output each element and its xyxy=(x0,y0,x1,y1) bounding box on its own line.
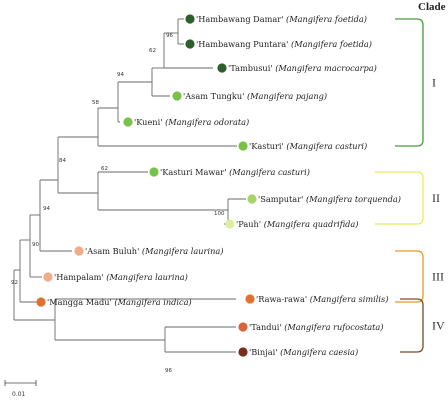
taxon-dot xyxy=(247,194,257,204)
taxon-label: 'Hambawang Puntara' (Mangifera foetida) xyxy=(196,39,372,49)
bootstrap-value: 94 xyxy=(43,206,50,212)
species-name: (Mangifera similis) xyxy=(310,294,389,304)
clade-label: I xyxy=(432,76,436,90)
clade-bracket xyxy=(375,171,424,225)
taxon-label: 'Hambawang Damar' (Mangifera foetida) xyxy=(196,14,367,24)
cultivar-name: 'Pauh' xyxy=(236,219,264,229)
bootstrap-value: 96 xyxy=(165,368,172,374)
scale-bar-label: 0.01 xyxy=(12,391,26,398)
taxon-dot xyxy=(238,347,248,357)
scale-bar: 0.01 xyxy=(4,380,37,398)
taxon-dot xyxy=(43,272,53,282)
taxon-dot xyxy=(149,167,159,177)
cultivar-name: 'Hambawang Damar' xyxy=(196,14,286,24)
bootstrap-values: 96 62 94 58 84 62 100 94 90 92 96 xyxy=(11,33,225,374)
clade-header: Clade xyxy=(418,1,446,13)
cultivar-name: 'Mangga Madu' xyxy=(47,297,114,307)
species-name: (Mangifera macrocarpa) xyxy=(275,63,377,73)
taxon-label: 'Kasturi' (Mangifera casturi) xyxy=(249,141,367,151)
species-name: (Mangifera casturi) xyxy=(286,141,367,151)
species-name: (Mangifera torquenda) xyxy=(306,194,401,204)
clade-label: IV xyxy=(432,319,445,333)
taxon-label: 'Mangga Madu' (Mangifera indica) xyxy=(47,297,192,307)
cultivar-name: 'Rawa-rawa' xyxy=(256,294,310,304)
bootstrap-value: 62 xyxy=(101,166,108,172)
bootstrap-value: 92 xyxy=(11,280,18,286)
taxon-dot xyxy=(172,91,182,101)
taxon-dot xyxy=(74,246,84,256)
taxon-label: 'Binjai' (Mangifera caesia) xyxy=(249,347,358,357)
bootstrap-value: 84 xyxy=(59,158,66,164)
clade-bracket xyxy=(395,18,424,147)
taxon-label: 'Tambusui' (Mangifera macrocarpa) xyxy=(228,63,377,73)
clade-label: III xyxy=(432,270,444,284)
bootstrap-value: 100 xyxy=(214,211,225,217)
clade-label: II xyxy=(432,191,440,205)
species-name: (Mangifera foetida) xyxy=(286,14,367,24)
taxon-label: 'Kueni' (Mangifera odorata) xyxy=(134,117,249,127)
bootstrap-value: 96 xyxy=(166,33,173,39)
taxon-dot xyxy=(217,63,227,73)
species-name: (Mangifera caesia) xyxy=(280,347,358,357)
clade-bracket xyxy=(395,250,424,303)
bootstrap-value: 90 xyxy=(32,242,39,248)
species-name: (Mangifera rufocostata) xyxy=(284,322,383,332)
taxon-dot xyxy=(185,14,195,24)
species-name: (Mangifera quadrifida) xyxy=(264,219,359,229)
cultivar-name: 'Asam Tungku' xyxy=(183,91,247,101)
cultivar-name: 'Hampalam' xyxy=(54,272,106,282)
taxon-dot xyxy=(238,141,248,151)
species-name: (Mangifera laurina) xyxy=(142,246,224,256)
cultivar-name: 'Kasturi Mawar' xyxy=(160,167,229,177)
cultivar-name: 'Binjai' xyxy=(249,347,280,357)
bootstrap-value: 58 xyxy=(92,100,99,106)
taxon-dot xyxy=(36,297,46,307)
taxon-label: 'Samputar' (Mangifera torquenda) xyxy=(258,194,401,204)
species-name: (Mangifera indica) xyxy=(114,297,191,307)
taxon-dot xyxy=(238,322,248,332)
taxon-dot xyxy=(123,117,133,127)
cultivar-name: 'Tambusui' xyxy=(228,63,275,73)
species-name: (Mangifera odorata) xyxy=(165,117,249,127)
bootstrap-value: 62 xyxy=(149,48,156,54)
taxon-dot xyxy=(185,39,195,49)
taxon-label: 'Rawa-rawa' (Mangifera similis) xyxy=(256,294,388,304)
taxon-dot xyxy=(245,294,255,304)
species-name: (Mangifera foetida) xyxy=(291,39,372,49)
taxon-label: 'Hampalam' (Mangifera laurina) xyxy=(54,272,188,282)
taxon-dot xyxy=(225,219,235,229)
species-name: (Mangifera laurina) xyxy=(106,272,188,282)
taxa-list: 'Hambawang Damar' (Mangifera foetida)'Ha… xyxy=(36,14,401,357)
tree-branches xyxy=(13,18,246,353)
cultivar-name: 'Kueni' xyxy=(134,117,165,127)
clade-bracket xyxy=(400,298,424,353)
species-name: (Mangifera casturi) xyxy=(229,167,310,177)
cultivar-name: 'Tandui' xyxy=(249,322,284,332)
species-name: (Mangifera pajang) xyxy=(247,91,327,101)
taxon-label: 'Asam Buluh' (Mangifera laurina) xyxy=(85,246,223,256)
cultivar-name: 'Hambawang Puntara' xyxy=(196,39,291,49)
taxon-label: 'Tandui' (Mangifera rufocostata) xyxy=(249,322,383,332)
taxon-label: 'Kasturi Mawar' (Mangifera casturi) xyxy=(160,167,310,177)
taxon-label: 'Asam Tungku' (Mangifera pajang) xyxy=(183,91,327,101)
cultivar-name: 'Kasturi' xyxy=(249,141,286,151)
bootstrap-value: 94 xyxy=(117,72,124,78)
cultivar-name: 'Asam Buluh' xyxy=(85,246,142,256)
cultivar-name: 'Samputar' xyxy=(258,194,306,204)
taxon-label: 'Pauh' (Mangifera quadrifida) xyxy=(236,219,359,229)
